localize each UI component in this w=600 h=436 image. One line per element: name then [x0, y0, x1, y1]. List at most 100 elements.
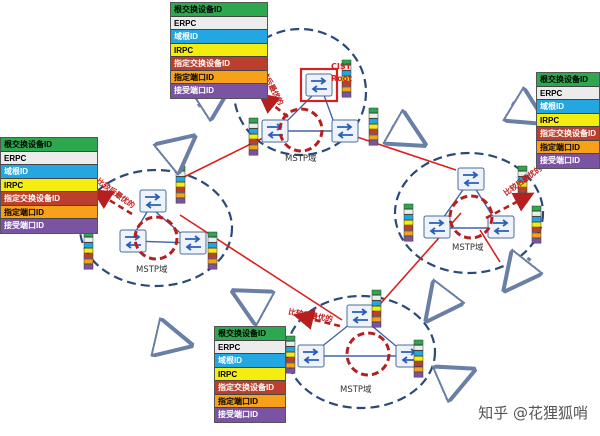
priority-vector-cell [371, 295, 382, 301]
priority-vector-cell [368, 107, 379, 114]
switch-icon [297, 344, 325, 368]
priority-vector-cell [175, 187, 186, 193]
priority-vector-cell [413, 355, 424, 362]
priority-vector-cell [175, 165, 186, 172]
priority-vector-cell [175, 192, 186, 199]
priority-vector-cell [341, 92, 352, 98]
priority-vector-cell [403, 236, 414, 242]
best-port-highlight [448, 194, 494, 240]
arrow-left-icon [352, 316, 368, 324]
switch-body [305, 73, 333, 97]
best-port-highlight [345, 331, 391, 377]
priority-vector-cell [403, 219, 414, 226]
switch-icon [119, 229, 147, 253]
priority-vector-cell [517, 181, 528, 188]
legend-field: ERPC [1, 151, 97, 165]
legend-field: IRPC [1, 178, 97, 192]
arrow-left-icon [185, 243, 201, 251]
priority-vector-cell [207, 247, 218, 254]
bpdu-flow-arrow [160, 338, 186, 344]
priority-vector-cell [207, 242, 218, 248]
priority-vector-cell [248, 150, 259, 156]
priority-vector-cell [531, 221, 542, 228]
priority-vector-cell [341, 86, 352, 93]
priority-vector-cell [413, 345, 424, 351]
priority-vector-cell [403, 203, 414, 210]
watermark-text: 知乎 @花狸狐哨 [478, 404, 588, 422]
priority-vector-cell [413, 372, 424, 378]
legend-field: ERPC [171, 16, 267, 30]
priority-vector-cell [368, 123, 379, 130]
legend-field: IRPC [215, 367, 285, 381]
arrow-left-icon [303, 356, 319, 364]
arrow-right-icon [311, 77, 327, 85]
switch-icon [423, 215, 451, 239]
compare-best-label: 比较后最优的 [288, 306, 335, 324]
best-port-highlight [278, 107, 324, 153]
switch-icon [139, 189, 167, 213]
switch-body [297, 344, 325, 368]
cist-root-label: Root [331, 74, 352, 83]
cist-root-box [299, 67, 339, 103]
bpdu-flow-arrow [446, 372, 469, 382]
priority-vector-cell [285, 346, 296, 352]
legend-field: 指定端口ID [171, 70, 267, 84]
legend-field: 根交换设备ID [215, 327, 285, 341]
priority-vector-cell [403, 225, 414, 231]
best-path-arrow [257, 92, 289, 119]
intra-region-link [275, 85, 338, 132]
priority-vector-cell [517, 165, 528, 172]
legend-field: 指定端口ID [537, 140, 599, 154]
priority-vector-cell [341, 70, 352, 76]
legend-field: 接受端口ID [537, 154, 599, 168]
switch-body [261, 119, 289, 143]
switch-icon [331, 119, 359, 143]
bpdu-flow-arrow [430, 291, 449, 316]
legend-field: 接受端口ID [1, 219, 97, 233]
priority-vector-cell [371, 289, 382, 296]
arrow-left-icon [463, 179, 479, 187]
priority-vector-cell [368, 113, 379, 119]
priority-vector-cell [83, 237, 94, 243]
priority-vector-cell [371, 311, 382, 317]
priority-vector-cell [368, 118, 379, 124]
priority-vector-cell [531, 205, 542, 212]
priority-vector-cell [285, 368, 296, 374]
region-label: MSTP域 [340, 384, 372, 395]
priority-vector-cell [517, 171, 528, 177]
arrow-right-icon [145, 193, 161, 201]
region-label: MSTP域 [136, 264, 168, 275]
priority-vector-cell [285, 357, 296, 363]
arrow-left-icon [125, 241, 141, 249]
legend-field: 指定端口ID [1, 205, 97, 219]
bpdu-flow-arrow [168, 140, 190, 158]
priority-vector-cell [341, 75, 352, 82]
priority-vector-cell [341, 59, 352, 66]
switch-icon [457, 167, 485, 191]
priority-vector-cell [83, 253, 94, 259]
legend-field: IRPC [171, 43, 267, 57]
arrow-right-icon [303, 348, 319, 356]
inter-region-link [479, 229, 501, 263]
switch-icon [346, 304, 374, 328]
switch-body [119, 229, 147, 253]
arrow-right-icon [463, 171, 479, 179]
priority-vector-cell [207, 237, 218, 243]
legend-field: 指定交换设备ID [215, 381, 285, 395]
switch-icon [305, 73, 333, 97]
priority-vector-cell [285, 362, 296, 369]
priority-vector-cell [248, 117, 259, 124]
switch-body [179, 231, 207, 255]
switch-icon [179, 231, 207, 255]
region-label: MSTP域 [285, 153, 317, 164]
priority-vector-cell [175, 171, 186, 177]
best-path-arrow [91, 189, 133, 216]
priority-vector-cell [207, 231, 218, 238]
best-port-highlight [133, 215, 179, 261]
legend-field: 域根ID [171, 30, 267, 44]
priority-vector-cell [341, 65, 352, 71]
best-path-arrow [485, 192, 535, 220]
